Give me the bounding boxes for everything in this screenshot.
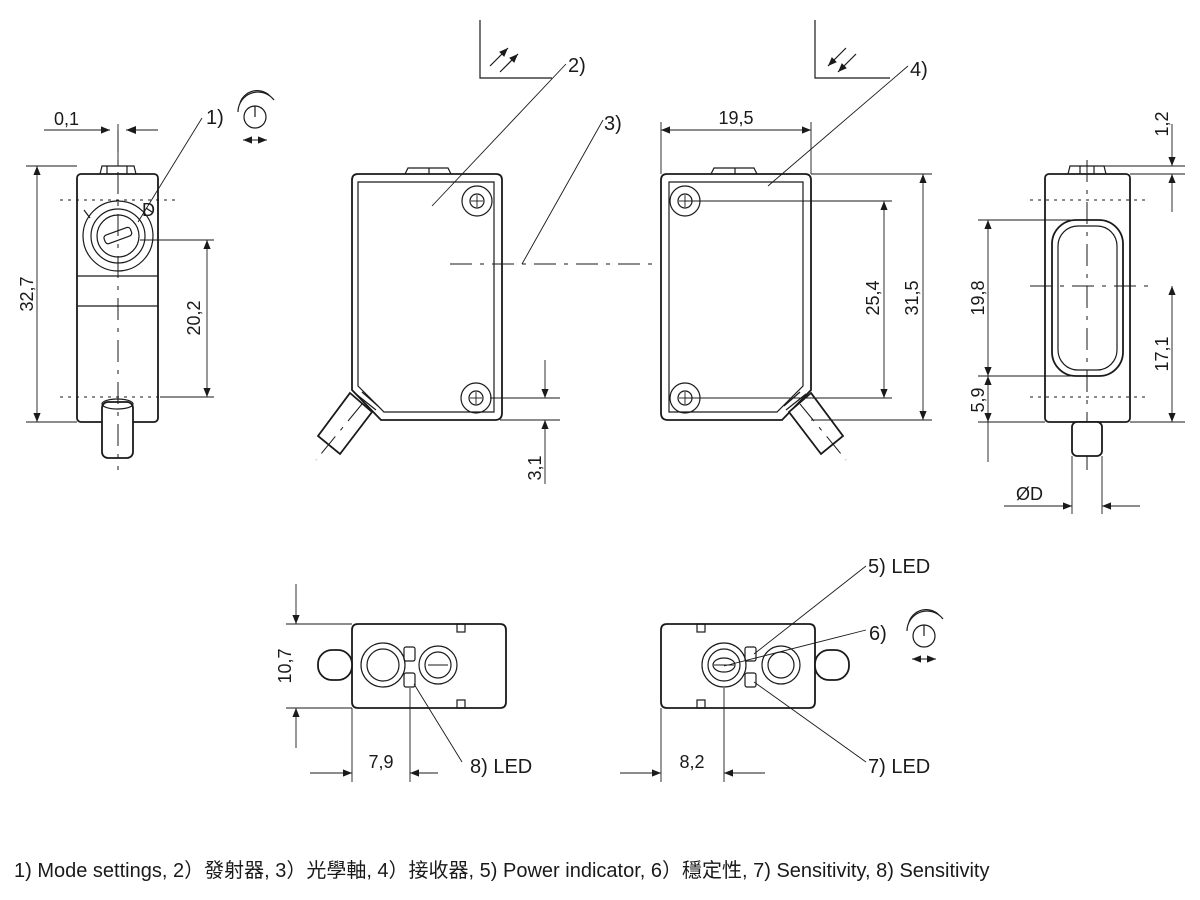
dim-32-7: 32,7 <box>17 276 37 311</box>
side-view-right: 1,2 19,8 17,1 5,9 ØD <box>968 111 1185 514</box>
dim-19-5: 19,5 <box>718 108 753 128</box>
dim-31-5: 31,5 <box>902 280 922 315</box>
callout-6: 6) <box>869 623 887 645</box>
callout-4: 4) <box>910 59 928 81</box>
dim-19-8: 19,8 <box>968 280 988 315</box>
dim-10-7: 10,7 <box>275 648 295 683</box>
callout-1: 1) <box>206 107 224 129</box>
dim-1-2: 1,2 <box>1152 111 1172 136</box>
dim-8-2: 8,2 <box>679 752 704 772</box>
callout-2: 2) <box>568 55 586 77</box>
rotary-adjust-icon <box>906 608 944 663</box>
bottom-view-left: 10,7 7,9 8) LED <box>275 584 532 782</box>
dim-3-1: 3,1 <box>525 455 545 480</box>
dim-20-2: 20,2 <box>184 300 204 335</box>
dim-phi-d: ØD <box>1016 484 1043 504</box>
rotary-adjust-icon <box>237 89 275 144</box>
side-view-left: D 0,1 32,7 20,2 1) <box>17 89 275 470</box>
callout-3: 3) <box>604 113 622 135</box>
emitter-arrow-icon <box>479 20 552 79</box>
bottom-view-right: 8,2 5) LED 6) 7) LED <box>620 556 944 782</box>
legend-caption: 1) Mode settings, 2）發射器, 3）光學軸, 4）接收器, 5… <box>14 860 990 882</box>
dim-25-4: 25,4 <box>863 280 883 315</box>
receiver-arrow-icon <box>814 20 890 79</box>
dim-17-1: 17,1 <box>1152 336 1172 371</box>
callout-5: 5) LED <box>868 556 930 578</box>
svg-text:D: D <box>142 200 155 220</box>
mode-switch: D <box>82 200 155 272</box>
dim-0-1: 0,1 <box>54 109 79 129</box>
callout-8: 8) LED <box>470 756 532 778</box>
dim-5-9: 5,9 <box>968 387 988 412</box>
dim-7-9: 7,9 <box>368 752 393 772</box>
callout-7: 7) LED <box>868 756 930 778</box>
front-view-emitter: 2) 3) 3,1 <box>315 20 712 484</box>
front-view-receiver: 4) 19,5 25,4 31,5 <box>660 20 932 461</box>
